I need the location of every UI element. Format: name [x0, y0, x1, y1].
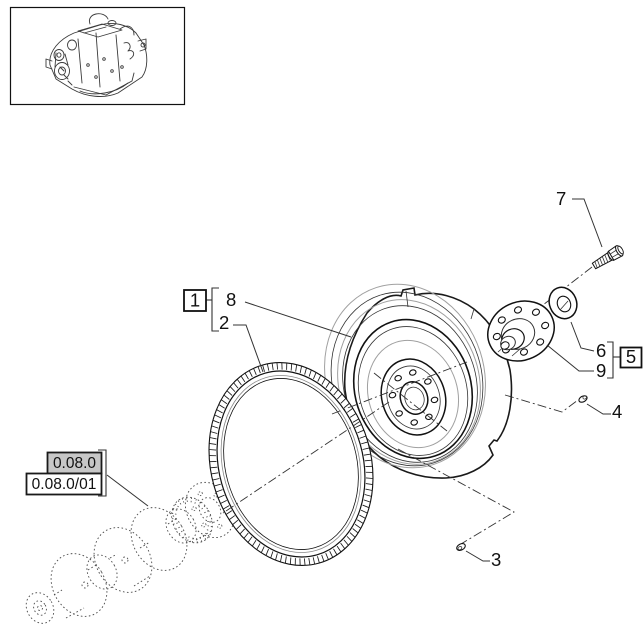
leader-line-7	[572, 198, 603, 248]
section-refs: 0.08.0 0.08.0/01	[25, 451, 103, 496]
callout-labels: 7 8 2 6 9 4 3 1 5	[183, 188, 643, 570]
callout-9[interactable]: 9	[596, 360, 606, 381]
callout-brackets	[98, 287, 620, 497]
callout-4[interactable]: 4	[612, 401, 622, 422]
leader-line-3	[465, 550, 490, 562]
engine-overview-drawing	[45, 13, 148, 97]
leader-lines	[106, 198, 611, 562]
bolt-drawing	[591, 245, 624, 270]
section-ref-related[interactable]: 0.08.0/01	[32, 476, 97, 493]
pin-3-drawing	[456, 543, 466, 551]
callout-1-box[interactable]	[183, 289, 207, 312]
callout-8[interactable]: 8	[226, 289, 236, 310]
leader-line-section-ref	[106, 474, 149, 507]
section-ref-related-box[interactable]	[25, 472, 103, 496]
callout-7[interactable]: 7	[556, 188, 566, 209]
hub-flange-drawing	[487, 300, 555, 362]
leader-line-8	[244, 301, 352, 338]
callout-2[interactable]: 2	[219, 312, 229, 333]
flywheel-drawing	[324, 283, 513, 479]
bracket-5	[607, 341, 614, 379]
callout-3[interactable]: 3	[491, 549, 501, 570]
crankshaft-drawing	[25, 481, 236, 624]
leader-line-9	[546, 344, 594, 372]
flywheel-bolt-holes	[388, 369, 439, 426]
pin-4-drawing	[578, 395, 588, 403]
callout-1[interactable]: 1	[190, 290, 200, 311]
bracket-section-refs	[98, 449, 107, 497]
callout-6[interactable]: 6	[596, 340, 606, 361]
section-ref-current[interactable]: 0.08.0	[53, 455, 96, 472]
ring-gear-drawing	[208, 362, 374, 566]
callout-5[interactable]: 5	[626, 346, 636, 367]
leader-line-4	[586, 403, 611, 415]
ring-gear-teeth	[208, 362, 374, 566]
washer-drawing	[548, 286, 578, 320]
engine-thumbnail	[9, 6, 186, 106]
bracket-1	[211, 287, 219, 332]
leader-line-6	[570, 321, 595, 352]
leader-line-2	[233, 324, 264, 373]
crankshaft-gear-teeth	[171, 497, 213, 543]
callout-5-box[interactable]	[619, 346, 643, 369]
